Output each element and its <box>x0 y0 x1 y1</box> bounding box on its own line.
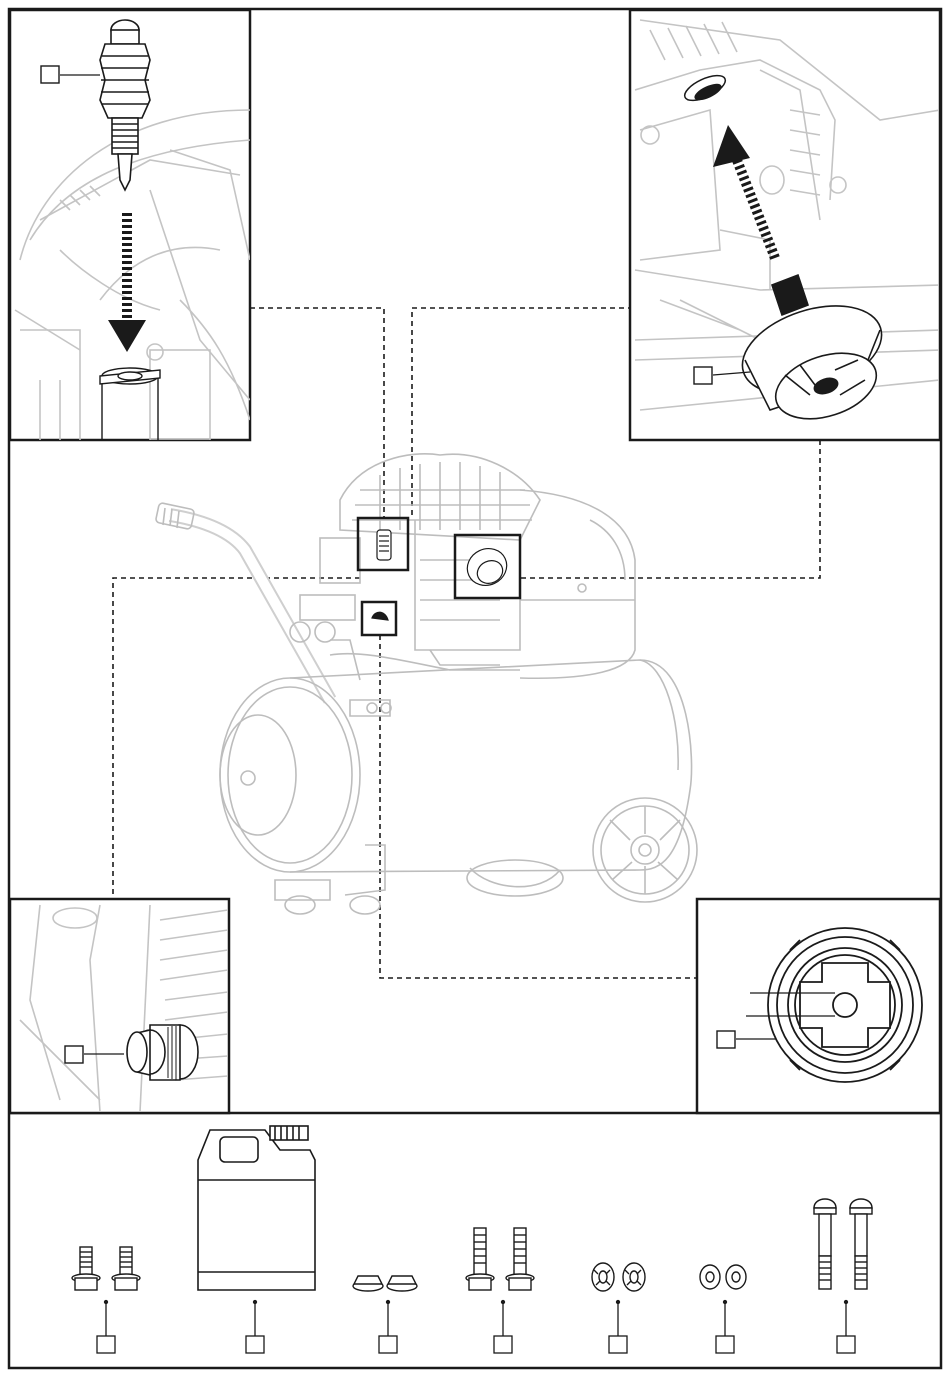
callout-box-dipstick <box>41 66 59 83</box>
callout-box-flange-nuts <box>379 1336 397 1353</box>
callout-box-lock-washers <box>609 1336 627 1353</box>
drain-plug-part <box>127 1025 198 1080</box>
callout-box-short-bolts <box>97 1336 115 1353</box>
panel-air-filter <box>630 10 940 440</box>
accessory-oil-bottle <box>198 1126 315 1290</box>
callout-box-drain-plug <box>65 1046 83 1063</box>
callout-box-oil-bottle <box>246 1336 264 1353</box>
callout-box-air-filter <box>694 367 712 384</box>
panel-sight-glass <box>697 899 940 1113</box>
panel-dipstick <box>10 10 250 440</box>
panel-drain-plug <box>10 899 229 1113</box>
sight-glass-part <box>768 928 922 1082</box>
callout-box-long-bolts <box>494 1336 512 1353</box>
callout-box-pan-screws <box>837 1336 855 1353</box>
callout-box-sight-glass <box>717 1031 735 1048</box>
callout-box-flat-washers <box>716 1336 734 1353</box>
